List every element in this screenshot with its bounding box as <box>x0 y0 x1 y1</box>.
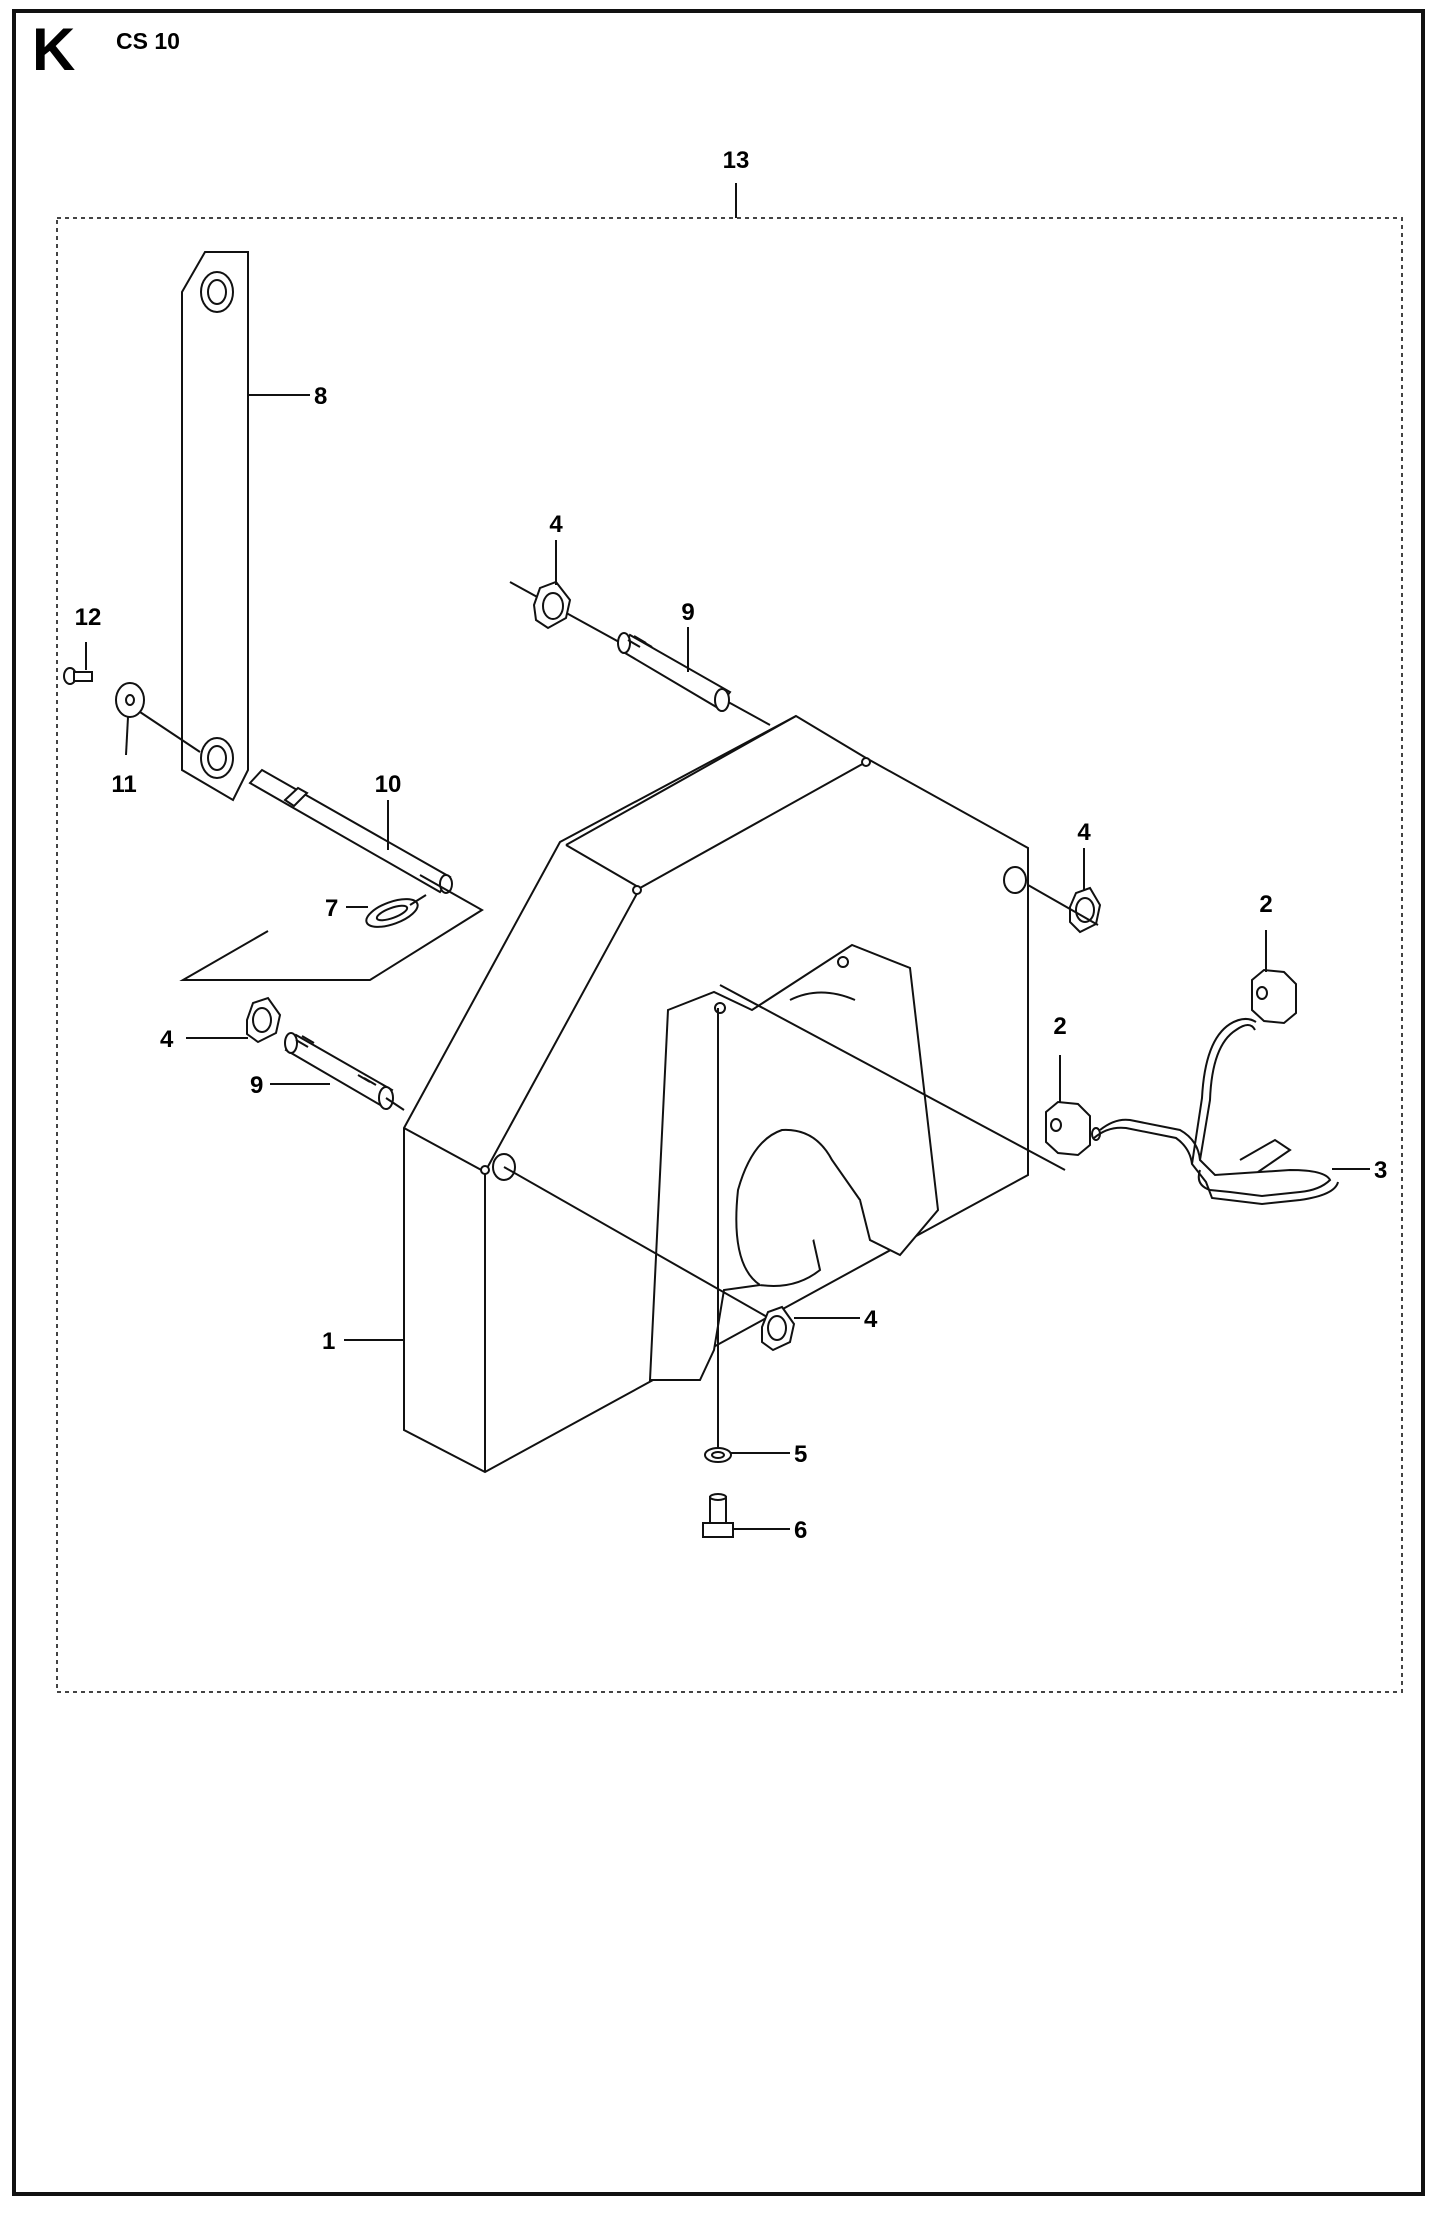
clip-part <box>365 894 427 928</box>
guard-part <box>403 714 1029 1474</box>
callout-2-b: 2 <box>1259 891 1272 918</box>
callout-12: 12 <box>75 604 102 631</box>
axis-bottom <box>503 1166 791 1331</box>
callout-5: 5 <box>794 1441 807 1468</box>
callout-13: 13 <box>723 147 750 174</box>
bolt-part <box>702 1493 734 1538</box>
handle-part <box>1091 1018 1339 1206</box>
callout-4-left: 4 <box>160 1026 174 1053</box>
pin-part <box>248 768 453 894</box>
callout-11: 11 <box>111 771 136 798</box>
callout-1: 1 <box>322 1328 335 1355</box>
washer-part <box>704 1447 732 1463</box>
section-letter: K <box>32 16 76 83</box>
callout-9-left: 9 <box>250 1072 263 1099</box>
callout-4-top: 4 <box>549 511 563 538</box>
stud-left-part <box>284 1032 394 1110</box>
callout-6: 6 <box>794 1517 807 1544</box>
stud-top-part <box>617 632 732 712</box>
callout-10: 10 <box>375 771 402 798</box>
arm-part <box>181 251 249 802</box>
screw-part <box>63 667 93 685</box>
grommet-left-part <box>246 996 282 1044</box>
grommet-right-part <box>1069 886 1102 934</box>
callout-2-a: 2 <box>1053 1013 1066 1040</box>
callout-4-bottom: 4 <box>864 1306 878 1333</box>
knob-a-part <box>1045 1100 1091 1157</box>
callout-8: 8 <box>314 383 327 410</box>
grommet-right-axis <box>1027 884 1099 926</box>
small-washer-leader <box>125 716 129 756</box>
knob-b-part <box>1251 968 1297 1025</box>
kit-boundary <box>56 217 1403 1693</box>
small-washer-part <box>115 682 145 718</box>
axis-left <box>385 1097 405 1111</box>
page-frame <box>12 9 1425 2196</box>
washer-axis <box>139 711 201 753</box>
callout-9-top: 9 <box>681 599 694 626</box>
grommet-top-part <box>532 580 572 630</box>
callout-4-right: 4 <box>1077 819 1091 846</box>
callout-3: 3 <box>1374 1157 1387 1184</box>
model-label: CS 10 <box>116 28 180 54</box>
alignment-plane <box>179 874 484 981</box>
grommet-bottom-part <box>761 1305 796 1352</box>
callout-7: 7 <box>325 895 338 922</box>
axis-center <box>719 984 1066 1171</box>
